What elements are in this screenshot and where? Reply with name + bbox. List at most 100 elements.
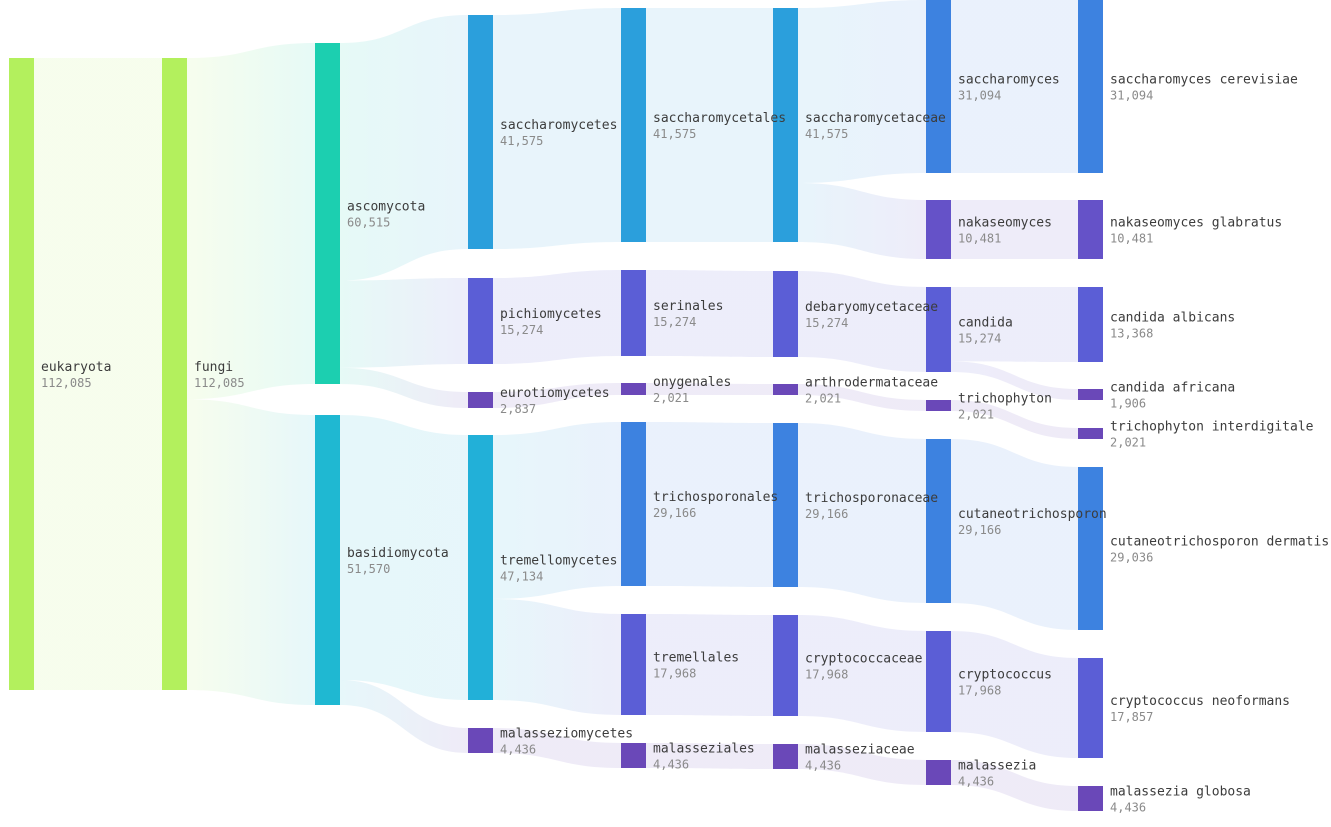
node-value-nakaseomyces-glabratus: 10,481: [1110, 232, 1153, 246]
link-malasseziaceae-to-malassezia[interactable]: [798, 744, 926, 785]
node-malassezia-globosa[interactable]: [1078, 786, 1103, 811]
link-fungi-to-basidiomycota[interactable]: [187, 399, 315, 705]
link-ascomycota-to-pichiomycetes[interactable]: [340, 278, 468, 368]
node-label-saccharomyces-cerevisiae: saccharomyces cerevisiae: [1110, 73, 1298, 88]
link-eurotiomycetes-to-onygenales[interactable]: [493, 383, 621, 408]
link-ascomycota-to-eurotiomycetes[interactable]: [340, 367, 468, 408]
link-saccharomyces-to-saccharomyces-cerevisiae[interactable]: [951, 0, 1078, 173]
link-malasseziomycetes-to-malasseziales[interactable]: [493, 728, 621, 768]
node-value-malassezia-globosa: 4,436: [1110, 801, 1146, 815]
link-malassezia-to-malassezia-globosa[interactable]: [951, 760, 1078, 811]
node-label-saccharomyces: saccharomyces: [958, 73, 1060, 88]
node-eurotiomycetes[interactable]: [468, 392, 493, 408]
link-nakaseomyces-to-nakaseomyces-glabratus[interactable]: [951, 200, 1078, 259]
node-saccharomycetes[interactable]: [468, 15, 493, 249]
link-basidiomycota-to-tremellomycetes[interactable]: [340, 415, 468, 700]
node-eukaryota[interactable]: [9, 58, 34, 690]
node-nakaseomyces[interactable]: [926, 200, 951, 259]
node-pichiomycetes[interactable]: [468, 278, 493, 364]
node-label-candida: candida: [958, 316, 1013, 331]
link-arthrodermataceae-to-trichophyton[interactable]: [798, 384, 926, 411]
node-malasseziomycetes[interactable]: [468, 728, 493, 753]
node-tremellomycetes[interactable]: [468, 435, 493, 700]
node-cryptococcus-neoformans[interactable]: [1078, 658, 1103, 758]
node-trichosporonales[interactable]: [621, 422, 646, 586]
link-fungi-to-ascomycota[interactable]: [187, 43, 315, 400]
node-malasseziales[interactable]: [621, 743, 646, 768]
node-saccharomycetales[interactable]: [621, 8, 646, 242]
node-saccharomycetaceae[interactable]: [773, 8, 798, 242]
node-label-candida-africana: candida africana: [1110, 381, 1235, 396]
link-ascomycota-to-saccharomycetes[interactable]: [340, 15, 468, 281]
node-label-eukaryota: eukaryota: [41, 360, 111, 375]
node-value-malassezia: 4,436: [958, 775, 994, 789]
link-candida-to-candida-albicans[interactable]: [951, 287, 1078, 362]
node-tremellales[interactable]: [621, 614, 646, 715]
node-cryptococcaceae[interactable]: [773, 615, 798, 716]
link-tremellomycetes-to-trichosporonales[interactable]: [493, 422, 621, 599]
node-label-ascomycota: ascomycota: [347, 200, 425, 215]
node-serinales[interactable]: [621, 270, 646, 356]
link-cryptococcus-to-cryptococcus-neoformans[interactable]: [951, 631, 1078, 758]
node-candida-albicans[interactable]: [1078, 287, 1103, 362]
node-value-malasseziales: 4,436: [653, 758, 689, 772]
link-eukaryota-to-fungi[interactable]: [34, 58, 162, 690]
node-trichophyton-interdigitale[interactable]: [1078, 428, 1103, 439]
link-basidiomycota-to-malasseziomycetes[interactable]: [340, 680, 468, 753]
link-tremellales-to-cryptococcaceae[interactable]: [646, 614, 773, 716]
node-label-cryptococcus-neoformans: cryptococcus neoformans: [1110, 694, 1290, 709]
node-label-cryptococcaceae: cryptococcaceae: [805, 652, 923, 667]
node-value-saccharomycetales: 41,575: [653, 127, 696, 141]
link-pichiomycetes-to-serinales[interactable]: [493, 270, 621, 364]
node-value-saccharomyces: 31,094: [958, 89, 1001, 103]
node-saccharomyces-cerevisiae[interactable]: [1078, 0, 1103, 173]
link-onygenales-to-arthrodermataceae[interactable]: [646, 383, 773, 395]
node-trichosporonaceae[interactable]: [773, 423, 798, 587]
node-malasseziaceae[interactable]: [773, 744, 798, 769]
link-saccharomycetales-to-saccharomycetaceae[interactable]: [646, 8, 773, 242]
node-label-arthrodermataceae: arthrodermataceae: [805, 376, 938, 391]
link-trichosporonaceae-to-cutaneotrichosporon[interactable]: [798, 423, 926, 603]
node-saccharomyces[interactable]: [926, 0, 951, 173]
node-cryptococcus[interactable]: [926, 631, 951, 732]
node-malassezia[interactable]: [926, 760, 951, 785]
node-label-saccharomycetales: saccharomycetales: [653, 111, 786, 126]
link-serinales-to-debaryomycetaceae[interactable]: [646, 270, 773, 357]
node-arthrodermataceae[interactable]: [773, 384, 798, 395]
node-value-malasseziaceae: 4,436: [805, 759, 841, 773]
link-debaryomycetaceae-to-candida[interactable]: [798, 271, 926, 372]
node-value-serinales: 15,274: [653, 315, 696, 329]
node-value-cryptococcus-neoformans: 17,857: [1110, 710, 1153, 724]
link-cryptococcaceae-to-cryptococcus[interactable]: [798, 615, 926, 732]
node-value-arthrodermataceae: 2,021: [805, 392, 841, 406]
node-label-malasseziomycetes: malasseziomycetes: [500, 727, 633, 742]
node-fungi[interactable]: [162, 58, 187, 690]
node-label-basidiomycota: basidiomycota: [347, 546, 449, 561]
node-basidiomycota[interactable]: [315, 415, 340, 705]
node-ascomycota[interactable]: [315, 43, 340, 384]
node-cutaneotrichosporon[interactable]: [926, 439, 951, 603]
node-trichophyton[interactable]: [926, 400, 951, 411]
link-candida-to-candida-africana[interactable]: [951, 361, 1078, 400]
node-onygenales[interactable]: [621, 383, 646, 395]
link-tremellomycetes-to-tremellales[interactable]: [493, 598, 621, 715]
node-nakaseomyces-glabratus[interactable]: [1078, 200, 1103, 259]
node-cutaneotrichosporon-dermatis[interactable]: [1078, 467, 1103, 630]
link-trichosporonales-to-trichosporonaceae[interactable]: [646, 422, 773, 587]
link-malasseziales-to-malasseziaceae[interactable]: [646, 743, 773, 769]
link-saccharomycetes-to-saccharomycetales[interactable]: [493, 8, 621, 249]
node-candida-africana[interactable]: [1078, 389, 1103, 400]
link-saccharomycetaceae-to-nakaseomyces[interactable]: [798, 183, 926, 259]
node-label-tremellomycetes: tremellomycetes: [500, 554, 617, 569]
link-saccharomycetaceae-to-saccharomyces[interactable]: [798, 0, 926, 184]
link-cutaneotrichosporon-to-cutaneotrichosporon-dermatis[interactable]: [951, 439, 1078, 630]
node-label-malassezia: malassezia: [958, 759, 1036, 774]
node-label-cutaneotrichosporon-dermatis: cutaneotrichosporon dermatis: [1110, 535, 1329, 550]
node-candida[interactable]: [926, 287, 951, 372]
links-layer: [34, 0, 1078, 811]
link-trichophyton-to-trichophyton-interdigitale[interactable]: [951, 400, 1078, 439]
node-value-trichosporonaceae: 29,166: [805, 507, 848, 521]
node-value-trichophyton-interdigitale: 2,021: [1110, 436, 1146, 450]
node-label-pichiomycetes: pichiomycetes: [500, 307, 602, 322]
node-debaryomycetaceae[interactable]: [773, 271, 798, 357]
